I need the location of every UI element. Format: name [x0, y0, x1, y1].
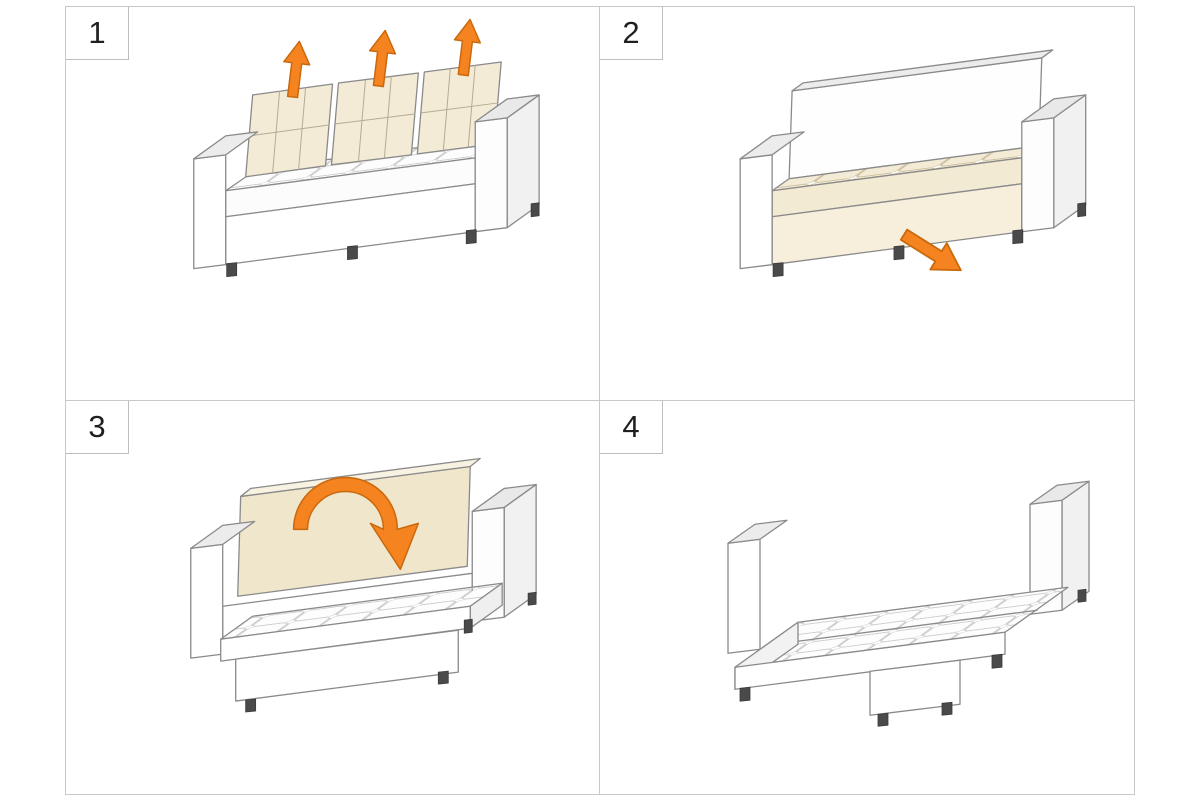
up-arrow-icon [283, 40, 311, 99]
sofa-assembled [193, 18, 540, 278]
step-number-label: 1 [88, 15, 106, 50]
backrest-panel [237, 457, 481, 597]
left-armrest [190, 520, 256, 659]
bed-front-face [734, 631, 1006, 690]
step-number-label: 2 [622, 15, 640, 50]
left-armrest [193, 131, 259, 270]
right-armrest [471, 483, 537, 622]
fold-over-arrow-icon [292, 476, 420, 570]
support-box [869, 659, 961, 716]
fold-seam [766, 609, 1038, 646]
panel-step-4: 4 [600, 400, 1134, 794]
support-box [235, 629, 459, 702]
sofa-feet [226, 202, 540, 278]
sofa-step-3-illustration [190, 457, 537, 712]
right-armrest [474, 94, 540, 233]
step-number: 3 [66, 400, 129, 454]
panel-step-2: 2 [600, 7, 1134, 401]
step-number: 1 [66, 7, 129, 60]
flat-bed [734, 586, 1069, 716]
sofa-step-1-illustration [193, 18, 540, 278]
up-arrow-icon [453, 18, 482, 77]
up-arrow-icon [368, 29, 397, 88]
right-armrest [1021, 94, 1087, 233]
sofa-bed-unfolded [727, 480, 1090, 727]
step-number: 2 [600, 7, 663, 60]
step-number-label: 3 [88, 408, 106, 444]
left-armrest [739, 131, 805, 270]
instruction-diagram: 1 [65, 6, 1135, 795]
panel-step-1: 1 [66, 7, 600, 401]
sofa-step-2-illustration [739, 49, 1087, 278]
sofa-feet [245, 591, 537, 712]
step-number: 4 [600, 400, 663, 454]
pull-out-arrow-icon [899, 228, 962, 272]
sofa-cushions-removed [739, 49, 1087, 278]
sofa-seat-pulled-out [190, 457, 537, 712]
sofa-feet [772, 202, 1087, 278]
left-armrest [727, 519, 788, 654]
panel-step-3: 3 [66, 400, 600, 794]
sofa-feet [739, 588, 1087, 727]
step-number-label: 4 [622, 408, 640, 444]
sofa-step-4-illustration [727, 480, 1090, 727]
pulled-out-mattress [220, 582, 503, 702]
